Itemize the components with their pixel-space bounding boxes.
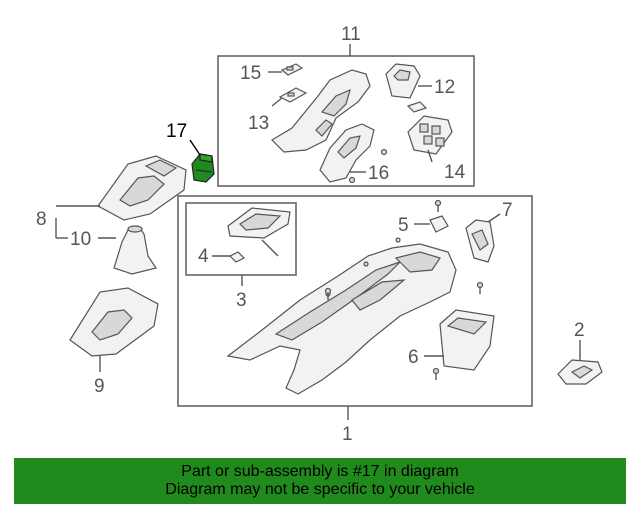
callout-5: 5	[398, 215, 409, 236]
callout-13: 13	[248, 113, 269, 134]
part-10-shift-boot	[113, 225, 157, 275]
callout-14: 14	[444, 162, 466, 183]
part-2-bracket	[557, 359, 603, 385]
screw-set	[324, 199, 484, 380]
part-14-switch-panel	[406, 101, 453, 155]
leader-lines	[55, 44, 581, 420]
callout-11: 11	[341, 24, 361, 45]
part-6-pocket	[439, 309, 495, 371]
part-3-switch-bezel	[227, 207, 291, 257]
callout-17: 17	[166, 121, 187, 142]
banner-line-2: Diagram may not be specific to your vehi…	[165, 481, 475, 498]
part-9-lower-bezel	[69, 287, 159, 357]
part-16-trim-panel	[319, 123, 388, 184]
callout-6: 6	[408, 347, 419, 368]
callout-12: 12	[434, 77, 455, 98]
part-13-cover	[278, 87, 308, 103]
callout-16: 16	[368, 163, 389, 184]
callout-7: 7	[502, 200, 513, 221]
part-8-shift-bezel	[97, 155, 187, 221]
callout-4: 4	[198, 246, 209, 267]
part-4-clip	[228, 251, 246, 263]
callout-2: 2	[574, 320, 585, 341]
part-11-trim-panel	[271, 69, 371, 153]
callout-8: 8	[36, 209, 47, 230]
callout-3: 3	[236, 290, 247, 311]
callout-10: 10	[70, 229, 91, 250]
part-5-clip	[429, 215, 449, 233]
callout-9: 9	[94, 376, 105, 397]
banner-line-1: Part or sub-assembly is #17 in diagram	[181, 463, 459, 480]
callout-15: 15	[240, 63, 261, 84]
part-17-highlighted	[191, 153, 215, 183]
part-1-console-body	[226, 237, 457, 395]
callout-1: 1	[342, 424, 353, 445]
part-15-clip	[280, 63, 304, 76]
info-banner: Part or sub-assembly is #17 in diagram D…	[14, 458, 626, 504]
part-7-end-cap	[465, 219, 495, 263]
part-12-pocket	[385, 63, 421, 99]
